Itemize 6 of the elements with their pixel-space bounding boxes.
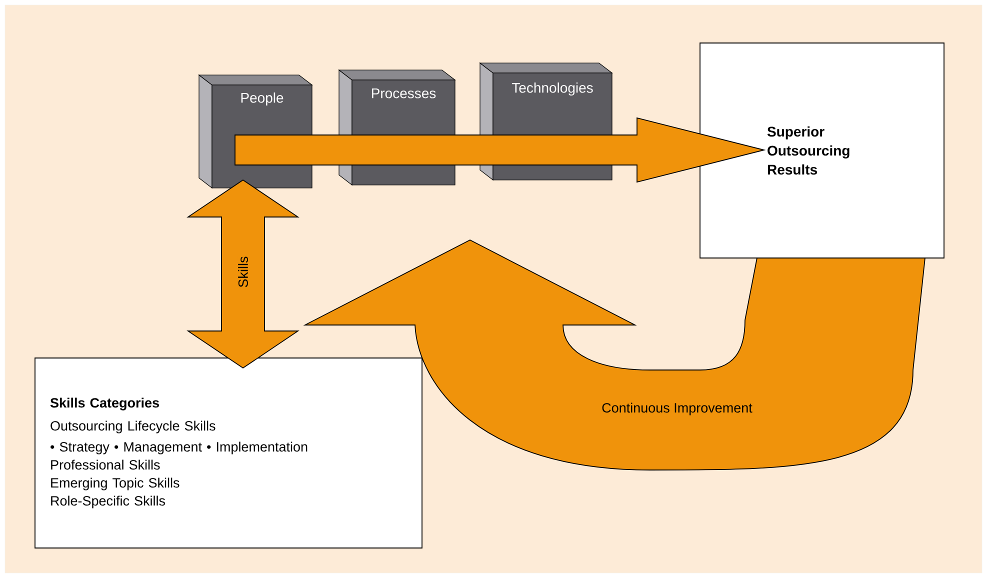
arrow xyxy=(234,117,766,183)
arrow xyxy=(304,240,926,470)
text-box: Skills Categories Outsourcing Lifecycle Skills • Strategy • Management • Implementation Professional Skills Emerging Topic Skills Role-Specific Skills xyxy=(34,358,422,548)
result-box: Superior Outsourcing Results xyxy=(700,42,944,258)
edge-label: Continuous Improvement xyxy=(600,402,754,416)
edge-label: Skills xyxy=(237,255,249,289)
